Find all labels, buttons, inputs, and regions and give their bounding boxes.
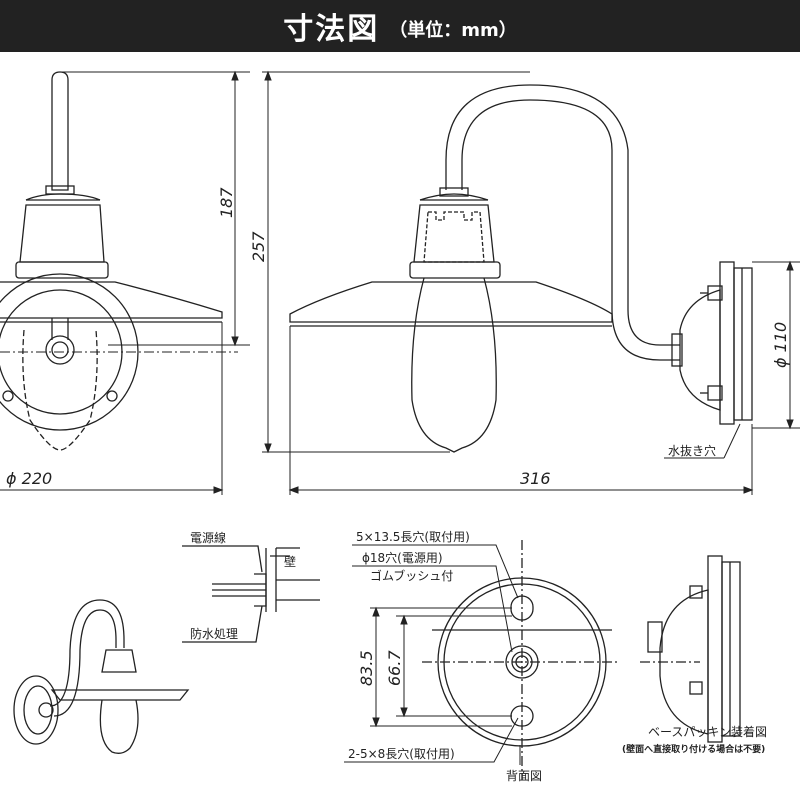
mount-slot-top-label: 5×13.5長穴(取付用) [356,529,470,544]
power-cable-label: 電源線 [190,530,226,545]
wiring-detail [182,545,320,643]
grommet-label: ゴムブッシュ付 [370,568,453,583]
back-dims [344,544,521,765]
drain-hole-label: 水抜き穴 [668,443,716,458]
side-view [289,84,753,453]
mount-slot-bottom-label: 2-5×8長穴(取付用) [348,746,455,761]
base-diameter-label: ϕ 110 [771,322,790,368]
height-257-label: 257 [249,231,268,262]
side-bulb [411,277,497,453]
perspective-view [13,599,190,754]
wall-label: 壁 [284,554,296,569]
side-base-dome [679,289,721,411]
front-socket-ring [15,261,109,279]
power-hole-label: ϕ18穴(電源用) [362,550,443,565]
side-arm-outer [445,84,680,346]
shade-diameter-label: ϕ 220 [6,469,52,488]
front-socket [19,204,105,263]
hole-spacing-outer-label: 83.5 [357,650,376,686]
title-bar: 寸法図 （単位：mm） [0,0,800,52]
back-view-label: 背面図 [506,769,542,783]
hole-spacing-inner-label: 66.7 [385,650,404,686]
base-packing-note: (壁面へ直接取り付ける場合は不要) [622,743,765,755]
height-187-label: 187 [217,187,236,218]
back-view [422,540,620,780]
front-view [0,71,223,451]
base-packing-view [640,555,741,743]
front-dims [0,70,250,495]
width-316-label: 316 [520,469,551,488]
base-packing-label: ベースパッキン装着図 [648,724,767,739]
side-dims [262,70,800,495]
page-title: 寸法図 [283,12,380,47]
front-arm-pipe [51,71,69,191]
side-arm-inner [461,99,680,361]
side-shade [289,281,613,323]
front-base-circle [0,273,139,431]
front-shade [0,281,223,319]
unit-label: （単位：mm） [389,20,517,41]
front-bulb [22,329,98,451]
waterproofing-label: 防水処理 [190,626,238,641]
